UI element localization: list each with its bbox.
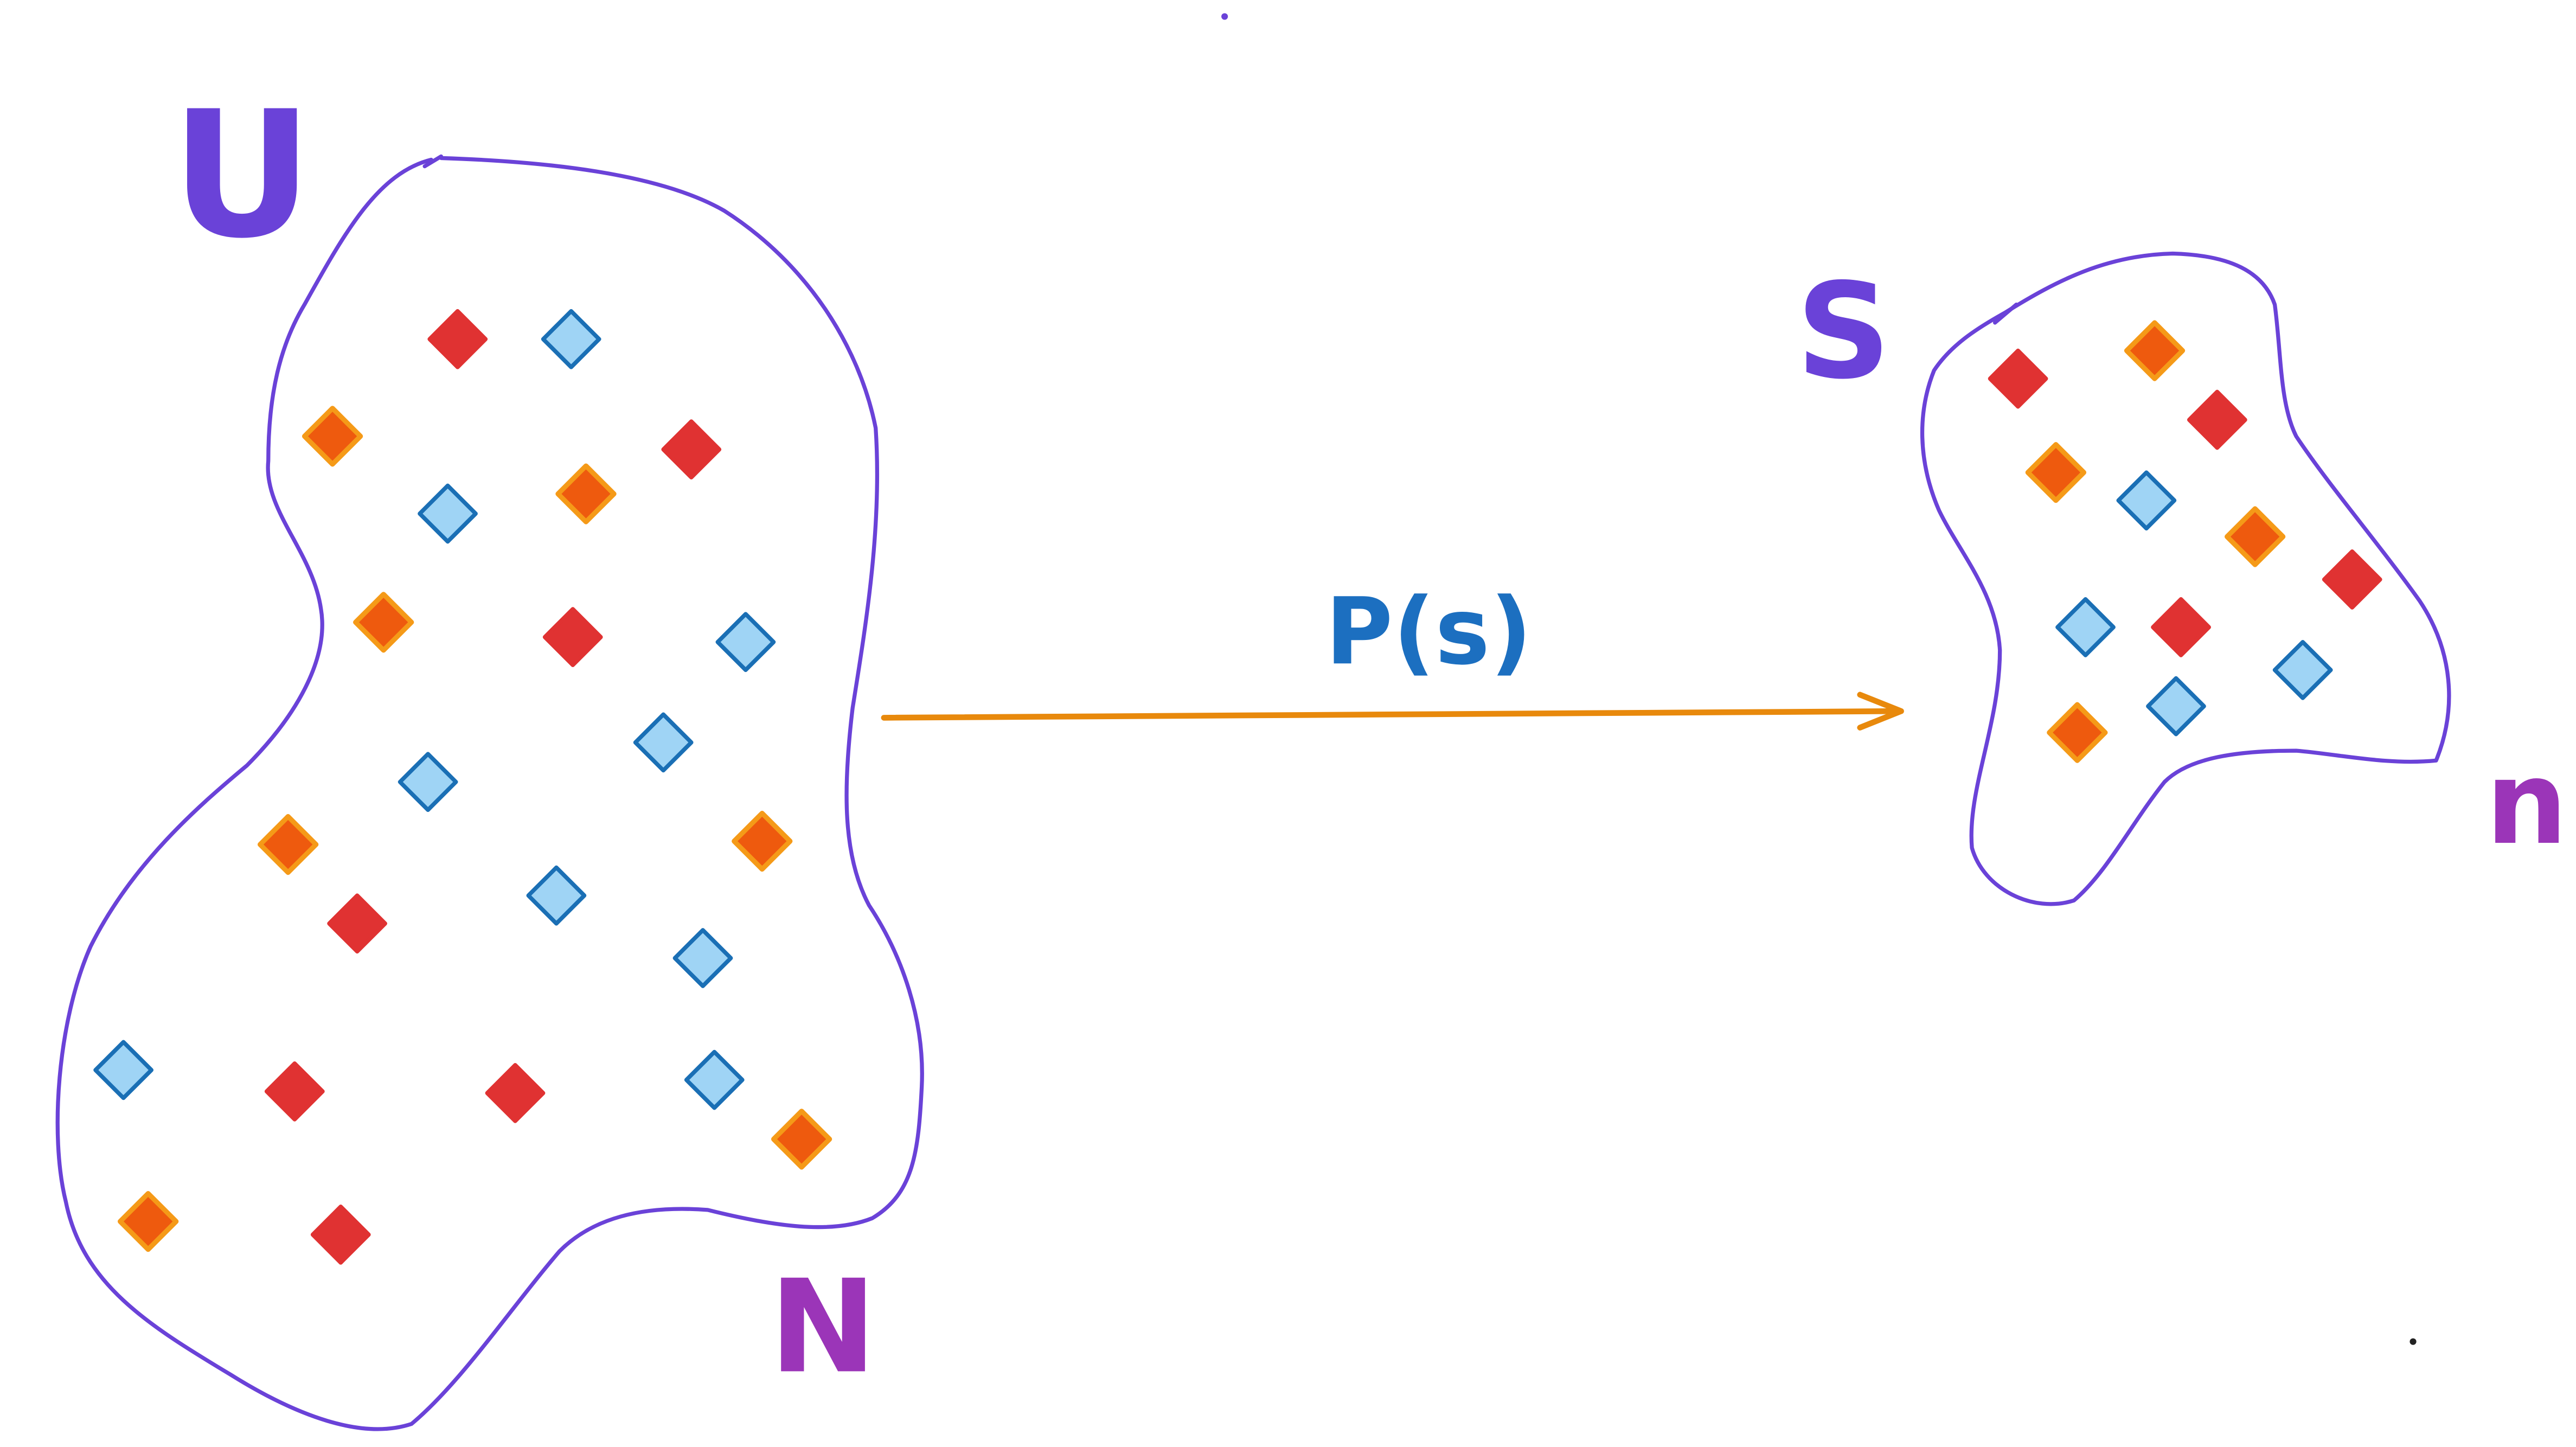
orange-diamond-icon xyxy=(258,814,319,875)
stray-dot xyxy=(2410,1338,2417,1345)
sample-size-label: n xyxy=(2485,737,2567,870)
blue-diamond-icon xyxy=(418,483,478,544)
red-diamond-icon xyxy=(264,1061,325,1122)
red-diamond-icon xyxy=(542,607,603,668)
population-outline-tail xyxy=(422,154,444,169)
sample-outline-tail xyxy=(1992,302,2018,325)
universe-label: U xyxy=(171,73,313,277)
sample-label: S xyxy=(1796,255,1891,408)
mapping-arrow xyxy=(881,692,1904,731)
orange-diamond-icon xyxy=(2047,702,2108,763)
orange-diamond-icon xyxy=(2025,441,2087,503)
orange-diamond-icon xyxy=(2224,506,2286,567)
blue-diamond-icon xyxy=(715,612,776,673)
blue-diamond-icon xyxy=(2272,639,2333,700)
stray-dot xyxy=(1221,13,1228,20)
blue-diamond-icon xyxy=(2116,470,2177,531)
arrow-head-icon xyxy=(1857,692,1904,731)
orange-diamond-icon xyxy=(353,592,414,653)
blue-diamond-icon xyxy=(526,865,587,926)
red-diamond-icon xyxy=(310,1205,371,1265)
red-diamond-icon xyxy=(661,419,722,480)
red-diamond-icon xyxy=(2187,389,2247,450)
population-outline xyxy=(55,156,924,1431)
red-diamond-icon xyxy=(485,1062,546,1123)
orange-diamond-icon xyxy=(118,1190,179,1252)
red-diamond-icon xyxy=(327,893,388,954)
red-diamond-icon xyxy=(2322,549,2382,610)
blue-diamond-icon xyxy=(541,309,601,369)
orange-diamond-icon xyxy=(302,406,363,467)
blue-diamond-icon xyxy=(398,752,458,812)
orange-diamond-icon xyxy=(2124,320,2186,381)
blue-diamond-icon xyxy=(2055,597,2116,657)
population-elements xyxy=(93,309,832,1265)
universe-size-label: N xyxy=(770,1252,877,1401)
orange-diamond-icon xyxy=(771,1109,832,1170)
sample-elements xyxy=(1988,320,2382,763)
orange-diamond-icon xyxy=(555,463,617,524)
blue-diamond-icon xyxy=(633,712,694,773)
blue-diamond-icon xyxy=(684,1049,745,1110)
sample-outline xyxy=(1920,251,2451,906)
red-diamond-icon xyxy=(2151,597,2211,657)
mapping-label: P(s) xyxy=(1325,578,1532,686)
blue-diamond-icon xyxy=(672,928,733,988)
orange-diamond-icon xyxy=(732,810,793,872)
red-diamond-icon xyxy=(1988,348,2048,409)
blue-diamond-icon xyxy=(93,1040,154,1100)
red-diamond-icon xyxy=(427,309,488,369)
blue-diamond-icon xyxy=(2146,676,2206,737)
arrow-shaft xyxy=(881,708,1901,721)
